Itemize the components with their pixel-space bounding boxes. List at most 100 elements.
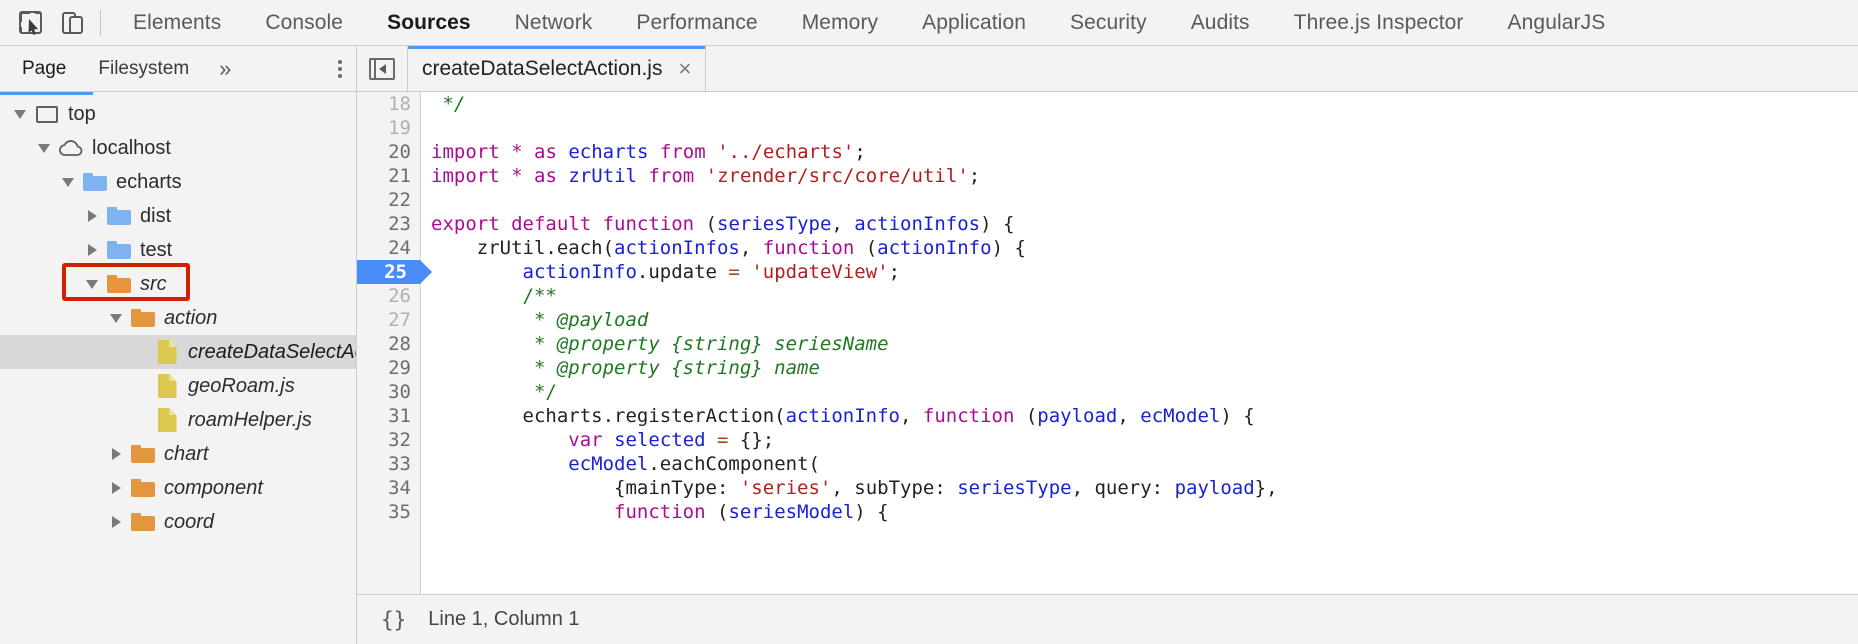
tab-audits-label: Audits bbox=[1190, 10, 1250, 34]
code-line: {mainType: 'series', subType: seriesType… bbox=[431, 477, 1278, 499]
main-tab-list: Elements Console Sources Network Perform… bbox=[111, 0, 1627, 45]
code-line: function (seriesModel) { bbox=[614, 501, 889, 523]
file-tree[interactable]: top localhost echarts bbox=[0, 92, 356, 644]
tree-label: component bbox=[164, 476, 263, 499]
tree-row-createdataselectaction[interactable]: createDataSelectAction.js bbox=[0, 335, 356, 369]
line-number[interactable]: 23 bbox=[388, 213, 411, 235]
line-number[interactable]: 34 bbox=[388, 477, 411, 499]
tab-threejs-inspector-label: Three.js Inspector bbox=[1293, 10, 1464, 34]
line-number[interactable]: 26 bbox=[388, 285, 411, 307]
code-line: * @property {string} name bbox=[431, 357, 820, 379]
pretty-print-icon[interactable]: {} bbox=[381, 607, 407, 632]
navigator-tab-page[interactable]: Page bbox=[6, 46, 82, 91]
kebab-menu-icon[interactable] bbox=[338, 59, 342, 78]
tab-application[interactable]: Application bbox=[900, 0, 1048, 45]
tree-row-dist[interactable]: dist bbox=[0, 199, 356, 233]
devtools-body: Page Filesystem » top bbox=[0, 46, 1858, 644]
tab-security-label: Security bbox=[1070, 10, 1147, 34]
code-line: * @property {string} seriesName bbox=[431, 333, 889, 355]
code-line: /** bbox=[431, 285, 557, 307]
device-toolbar-icon[interactable] bbox=[52, 2, 94, 44]
line-number[interactable]: 24 bbox=[388, 237, 411, 259]
line-number[interactable]: 35 bbox=[388, 501, 411, 523]
line-number[interactable]: 21 bbox=[388, 165, 411, 187]
tab-threejs-inspector[interactable]: Three.js Inspector bbox=[1272, 0, 1486, 45]
tab-performance[interactable]: Performance bbox=[614, 0, 779, 45]
folder-icon bbox=[128, 309, 158, 327]
twisty-right-icon[interactable] bbox=[104, 448, 128, 460]
line-number[interactable]: 27 bbox=[388, 309, 411, 331]
code-line bbox=[431, 116, 1858, 140]
collapse-sidebar-icon[interactable] bbox=[357, 46, 407, 91]
line-number[interactable]: 31 bbox=[388, 405, 411, 427]
twisty-right-icon[interactable] bbox=[80, 210, 104, 222]
line-number[interactable]: 20 bbox=[388, 141, 411, 163]
tab-elements[interactable]: Elements bbox=[111, 0, 243, 45]
tree-label: roamHelper.js bbox=[188, 408, 312, 431]
tree-label: top bbox=[68, 102, 96, 125]
line-number[interactable]: 29 bbox=[388, 357, 411, 379]
devtools-main-toolbar: Elements Console Sources Network Perform… bbox=[0, 0, 1858, 46]
line-number[interactable]: 33 bbox=[388, 453, 411, 475]
twisty-down-icon[interactable] bbox=[80, 279, 104, 289]
js-file-icon bbox=[152, 374, 182, 398]
line-number[interactable]: 22 bbox=[388, 189, 411, 211]
twisty-down-icon[interactable] bbox=[8, 109, 32, 119]
tree-row-test[interactable]: test bbox=[0, 233, 356, 267]
tab-security[interactable]: Security bbox=[1048, 0, 1169, 45]
navigator-tabbar: Page Filesystem » bbox=[0, 46, 356, 92]
tree-row-georoam[interactable]: geoRoam.js bbox=[0, 369, 356, 403]
navigator-more-tabs-icon[interactable]: » bbox=[205, 57, 245, 80]
tab-angularjs-label: AngularJS bbox=[1507, 10, 1606, 34]
tree-row-echarts[interactable]: echarts bbox=[0, 165, 356, 199]
line-number[interactable]: 32 bbox=[388, 429, 411, 451]
line-number[interactable]: 18 bbox=[388, 93, 411, 115]
twisty-down-icon[interactable] bbox=[104, 313, 128, 323]
twisty-right-icon[interactable] bbox=[80, 244, 104, 256]
code-line: import * as zrUtil from 'zrender/src/cor… bbox=[431, 165, 981, 187]
code-line: import * as echarts from '../echarts'; bbox=[431, 141, 866, 163]
tree-row-top[interactable]: top bbox=[0, 97, 356, 131]
code-line: zrUtil.each(actionInfos, function (actio… bbox=[431, 237, 1026, 259]
tree-label: action bbox=[164, 306, 218, 329]
code-line: echarts.registerAction(actionInfo, funct… bbox=[431, 405, 1255, 427]
tab-angularjs[interactable]: AngularJS bbox=[1486, 0, 1628, 45]
tree-row-chart[interactable]: chart bbox=[0, 437, 356, 471]
editor-file-tab[interactable]: createDataSelectAction.js × bbox=[407, 46, 707, 91]
tree-label: coord bbox=[164, 510, 215, 533]
navigator-tab-filesystem[interactable]: Filesystem bbox=[82, 46, 205, 91]
code-line bbox=[431, 188, 1858, 212]
tab-network[interactable]: Network bbox=[493, 0, 615, 45]
tree-row-coord[interactable]: coord bbox=[0, 505, 356, 539]
tree-row-component[interactable]: component bbox=[0, 471, 356, 505]
editor-statusbar: {} Line 1, Column 1 bbox=[357, 594, 1858, 644]
inspect-cursor-icon[interactable] bbox=[10, 2, 52, 44]
line-number[interactable]: 25 bbox=[357, 260, 432, 284]
navigator-selected-underline bbox=[0, 92, 93, 95]
tab-memory[interactable]: Memory bbox=[780, 0, 900, 45]
twisty-down-icon[interactable] bbox=[56, 177, 80, 187]
editor-tabbar: createDataSelectAction.js × bbox=[357, 46, 1858, 92]
line-number[interactable]: 30 bbox=[388, 381, 411, 403]
line-number[interactable]: 19 bbox=[388, 117, 411, 139]
code-content[interactable]: */ import * as echarts from '../echarts'… bbox=[421, 92, 1858, 594]
editor-file-tab-label: createDataSelectAction.js bbox=[422, 56, 663, 80]
tab-console[interactable]: Console bbox=[243, 0, 365, 45]
twisty-down-icon[interactable] bbox=[32, 143, 56, 153]
close-icon[interactable]: × bbox=[678, 55, 692, 81]
code-line: * @payload bbox=[431, 309, 649, 331]
twisty-right-icon[interactable] bbox=[104, 516, 128, 528]
twisty-right-icon[interactable] bbox=[104, 482, 128, 494]
tree-row-src[interactable]: src bbox=[0, 267, 356, 301]
tree-row-localhost[interactable]: localhost bbox=[0, 131, 356, 165]
tab-audits[interactable]: Audits bbox=[1169, 0, 1272, 45]
tree-row-action[interactable]: action bbox=[0, 301, 356, 335]
tree-row-roamhelper[interactable]: roamHelper.js bbox=[0, 403, 356, 437]
cursor-position-label: Line 1, Column 1 bbox=[428, 608, 580, 630]
tab-sources[interactable]: Sources bbox=[365, 0, 493, 45]
line-number[interactable]: 28 bbox=[388, 333, 411, 355]
folder-icon bbox=[128, 479, 158, 497]
tree-label: chart bbox=[164, 442, 209, 465]
